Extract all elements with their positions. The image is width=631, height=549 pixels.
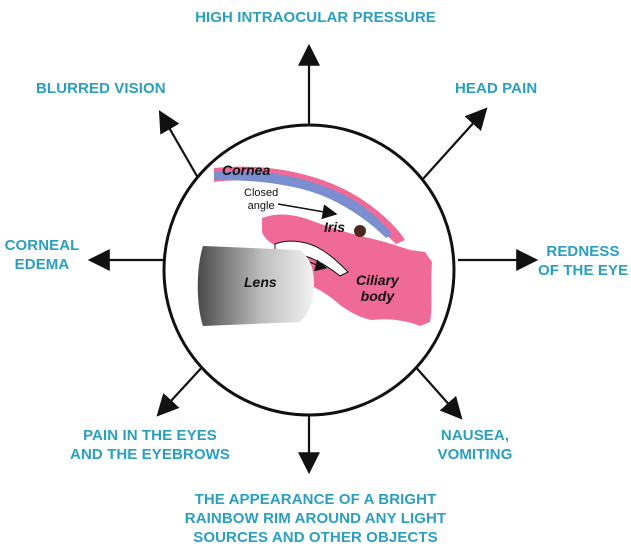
symptom-pain-line1: PAIN IN THE EYES xyxy=(50,426,250,445)
label-ciliary-line2: body xyxy=(356,288,399,304)
arrow-down-left xyxy=(158,364,205,415)
label-closed-line1: Closed xyxy=(244,187,278,200)
symptom-nausea-vomiting: NAUSEA, VOMITING xyxy=(420,426,530,464)
symptom-rainbow-rim: THE APPEARANCE OF A BRIGHT RAINBOW RIM A… xyxy=(0,490,631,547)
symptom-corneal-edema-line2: EDEMA xyxy=(4,255,80,274)
symptom-corneal-edema-line1: CORNEAL xyxy=(4,236,80,255)
label-cornea: Cornea xyxy=(222,162,270,178)
label-lens: Lens xyxy=(244,274,277,290)
arrow-up-right xyxy=(413,109,486,190)
symptom-redness-line2: OF THE EYE xyxy=(538,261,628,280)
symptom-rainbow-line1: THE APPEARANCE OF A BRIGHT xyxy=(0,490,631,509)
symptom-nausea-line2: VOMITING xyxy=(420,445,530,464)
symptom-blurred-vision: BLURRED VISION xyxy=(36,79,166,98)
symptom-head-pain: HEAD PAIN xyxy=(455,79,537,98)
arrow-down-right xyxy=(413,364,461,418)
symptom-pain-eyes-eyebrows: PAIN IN THE EYES AND THE EYEBROWS xyxy=(50,426,250,464)
label-ciliary-body: Ciliary body xyxy=(356,272,399,304)
label-iris: Iris xyxy=(324,219,345,235)
blockage-dot xyxy=(354,225,366,237)
symptom-high-intraocular-pressure: HIGH INTRAOCULAR PRESSURE xyxy=(0,8,631,27)
label-closed-line2: angle xyxy=(244,200,278,213)
symptom-corneal-edema: CORNEAL EDEMA xyxy=(4,236,80,274)
symptom-redness: REDNESS OF THE EYE xyxy=(538,242,628,280)
symptom-redness-line1: REDNESS xyxy=(538,242,628,261)
symptom-pain-line2: AND THE EYEBROWS xyxy=(50,445,250,464)
label-closed-angle: Closed angle xyxy=(244,187,278,213)
symptom-rainbow-line2: RAINBOW RIM AROUND ANY LIGHT xyxy=(0,509,631,528)
symptom-nausea-line1: NAUSEA, xyxy=(420,426,530,445)
label-ciliary-line1: Ciliary xyxy=(356,272,399,288)
symptom-rainbow-line3: SOURCES AND OTHER OBJECTS xyxy=(0,528,631,547)
